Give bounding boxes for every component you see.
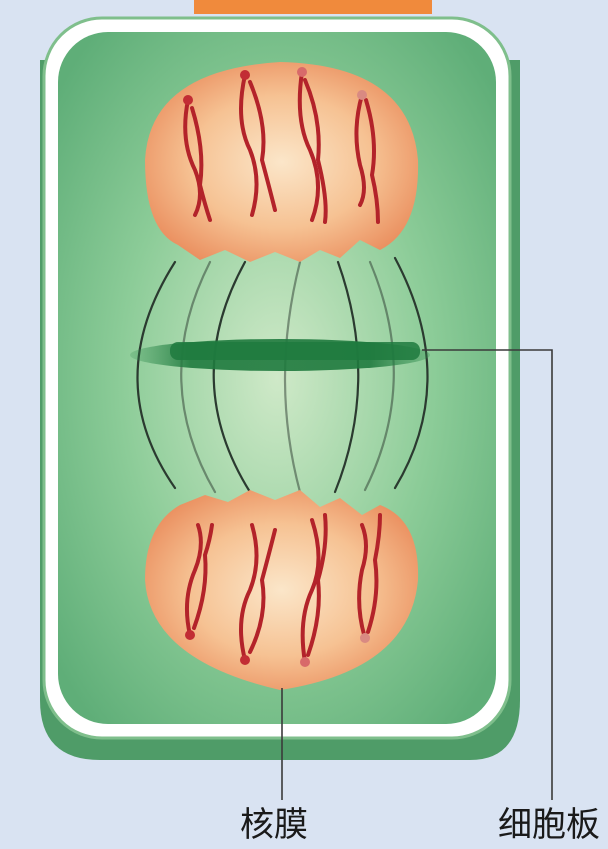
centromere [240,655,250,665]
nuclear-envelope-label: 核膜 [240,808,308,842]
nucleus-top [145,62,418,262]
centromere [300,657,310,667]
centromere [240,70,250,80]
centromere [185,630,195,640]
cell-plate-label: 细胞板 [498,808,600,842]
cell-plate-core [170,342,420,360]
centromere [360,633,370,643]
centromere [183,95,193,105]
centromere [297,67,307,77]
centromere [357,90,367,100]
